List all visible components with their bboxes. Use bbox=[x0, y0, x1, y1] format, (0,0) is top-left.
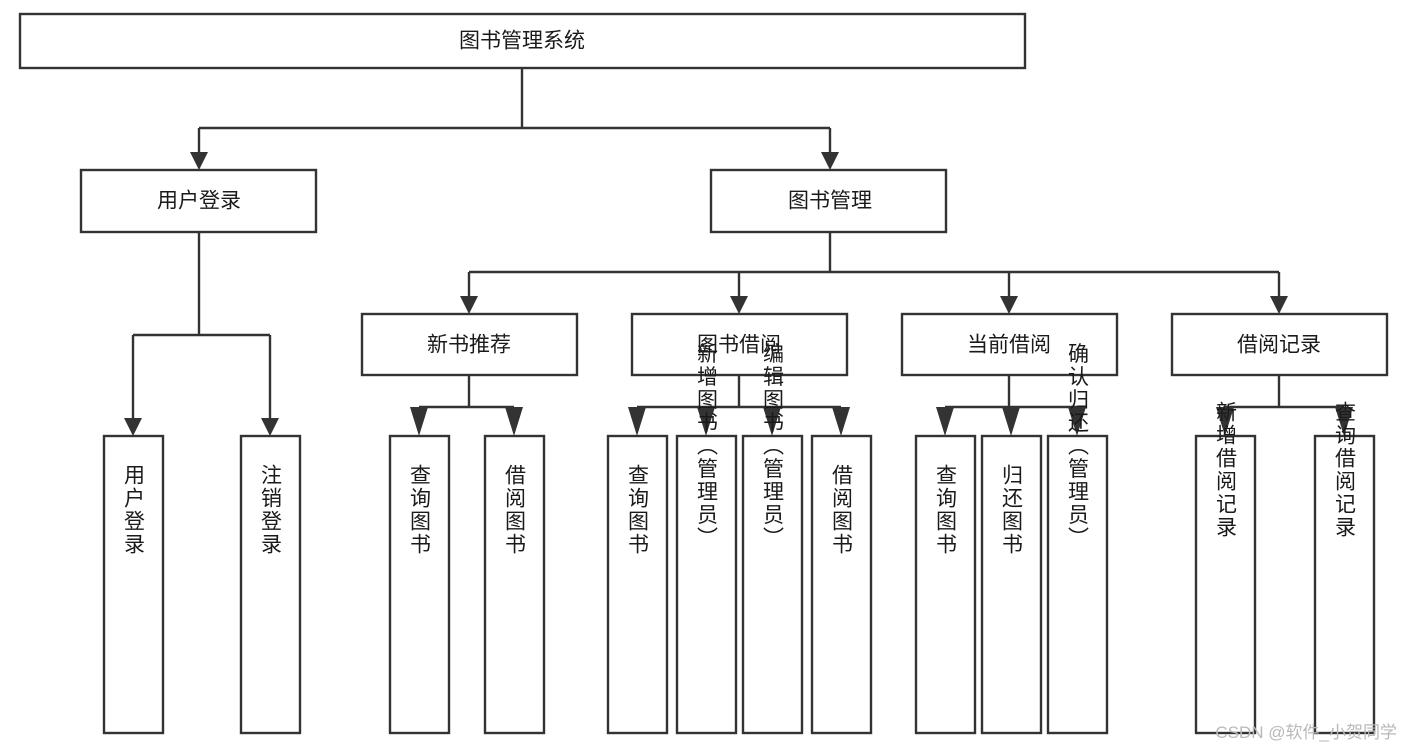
arrowhead-nb-leaf-1 bbox=[410, 407, 428, 436]
node-user-login-label: 用户登录 bbox=[157, 190, 241, 213]
arrowhead-new-book-recommend bbox=[460, 296, 478, 314]
connector-group-user-login bbox=[124, 232, 279, 436]
connector-group-book-borrow bbox=[628, 375, 850, 436]
node-book-management-label: 图书管理 bbox=[788, 190, 872, 213]
node-user-login-box[interactable] bbox=[79, 168, 318, 234]
leaf-br-query-record-label: 查询借阅记录 bbox=[1333, 401, 1357, 539]
arrowhead-bb-leaf-3 bbox=[763, 407, 781, 436]
arrowhead-leaf-logout bbox=[261, 418, 279, 436]
leaf-node[interactable]: 查询图书 bbox=[606, 434, 669, 735]
leaf-nb-query-book-label: 查询图书 bbox=[408, 464, 432, 556]
arrowhead-bb-leaf-2 bbox=[697, 407, 715, 436]
leaf-cb-query-book-label: 查询图书 bbox=[934, 464, 958, 556]
leaf-cb-return-book-box[interactable] bbox=[980, 434, 1043, 735]
node-book-borrow-label: 图书借阅 bbox=[697, 334, 781, 357]
leaf-cb-confirm-return-label: 确认归还（管理员） bbox=[1066, 343, 1090, 550]
arrowhead-user-login bbox=[190, 152, 208, 170]
node-book-borrow-box[interactable] bbox=[630, 312, 849, 377]
node-new-book-recommend-label: 新书推荐 bbox=[427, 334, 511, 357]
leaf-node[interactable]: 借阅图书 bbox=[483, 434, 546, 735]
leaf-bb-query-book-box[interactable] bbox=[606, 434, 669, 735]
arrowhead-bb-leaf-4 bbox=[832, 407, 850, 436]
node-root[interactable]: 图书管理系统 bbox=[18, 12, 1027, 70]
leaf-nb-query-book-box[interactable] bbox=[388, 434, 451, 735]
leaf-node[interactable]: 确认归还（管理员） bbox=[1046, 343, 1109, 735]
node-current-borrow-box[interactable] bbox=[900, 312, 1119, 377]
arrowhead-br-leaf-2 bbox=[1335, 407, 1353, 436]
leaf-bb-add-book-box[interactable] bbox=[675, 434, 738, 735]
node-book-management-box[interactable] bbox=[709, 168, 948, 234]
leaf-br-add-record-box[interactable] bbox=[1194, 434, 1257, 735]
arrowhead-borrow-record bbox=[1270, 296, 1288, 314]
node-borrow-record-box[interactable] bbox=[1170, 312, 1389, 377]
node-current-borrow-label: 当前借阅 bbox=[967, 334, 1051, 357]
leaf-cb-query-book-box[interactable] bbox=[914, 434, 977, 735]
arrowhead-leaf-user-login bbox=[124, 418, 142, 436]
arrowhead-current-borrow bbox=[1000, 296, 1018, 314]
leaf-br-add-record-label: 新增借阅记录 bbox=[1214, 401, 1238, 539]
leaf-node[interactable]: 注销登录 bbox=[239, 434, 302, 735]
leaf-bb-query-book-label: 查询图书 bbox=[626, 464, 650, 556]
leaf-nb-borrow-book-box[interactable] bbox=[483, 434, 546, 735]
leaf-user-login-box[interactable] bbox=[102, 434, 165, 735]
arrowhead-cb-leaf-2 bbox=[1002, 407, 1020, 436]
connector-group-book-mgmt bbox=[460, 232, 1288, 314]
leaf-node[interactable]: 查询图书 bbox=[914, 434, 977, 735]
arrowhead-book-borrow bbox=[730, 296, 748, 314]
leaf-bb-add-book-label: 新增图书（管理员） bbox=[695, 343, 719, 550]
node-root-box[interactable] bbox=[18, 12, 1027, 70]
leaf-node[interactable]: 编辑图书（管理员） bbox=[741, 343, 804, 735]
leaf-node[interactable]: 归还图书 bbox=[980, 434, 1043, 735]
leaf-br-query-record-box[interactable] bbox=[1313, 434, 1376, 735]
node-borrow-record[interactable]: 借阅记录 bbox=[1170, 312, 1389, 377]
leaf-bb-edit-book-label: 编辑图书（管理员） bbox=[761, 343, 785, 550]
node-new-book-recommend-box[interactable] bbox=[360, 312, 579, 377]
connector-group-current-borrow bbox=[936, 375, 1086, 436]
leaf-bb-borrow-book-label: 借阅图书 bbox=[830, 464, 854, 556]
leaf-node[interactable]: 新增借阅记录 bbox=[1194, 401, 1257, 735]
leaf-node[interactable]: 查询借阅记录 bbox=[1313, 401, 1376, 735]
leaf-user-login-label: 用户登录 bbox=[122, 464, 146, 556]
arrowhead-nb-leaf-2 bbox=[505, 407, 523, 436]
connector-group-borrow-record bbox=[1216, 375, 1353, 436]
node-book-borrow[interactable]: 图书借阅 bbox=[630, 312, 849, 377]
connector-group-root bbox=[190, 68, 839, 170]
leaf-logout-box[interactable] bbox=[239, 434, 302, 735]
node-book-management[interactable]: 图书管理 bbox=[709, 168, 948, 234]
leaf-bb-borrow-book-box[interactable] bbox=[810, 434, 873, 735]
leaf-node[interactable]: 借阅图书 bbox=[810, 434, 873, 735]
arrowhead-bb-leaf-1 bbox=[628, 407, 646, 436]
arrowhead-br-leaf-1 bbox=[1216, 407, 1234, 436]
leaf-node[interactable]: 查询图书 bbox=[388, 434, 451, 735]
node-borrow-record-label: 借阅记录 bbox=[1237, 334, 1321, 357]
leaf-node[interactable]: 用户登录 bbox=[102, 434, 165, 735]
node-root-label: 图书管理系统 bbox=[459, 30, 585, 53]
leaf-logout-label: 注销登录 bbox=[259, 464, 283, 556]
leaf-cb-confirm-return-box[interactable] bbox=[1046, 434, 1109, 735]
arrowhead-cb-leaf-1 bbox=[936, 407, 954, 436]
leaf-bb-edit-book-box[interactable] bbox=[741, 434, 804, 735]
node-current-borrow[interactable]: 当前借阅 bbox=[900, 312, 1119, 377]
arrowhead-book-mgmt bbox=[821, 152, 839, 170]
node-new-book-recommend[interactable]: 新书推荐 bbox=[360, 312, 579, 377]
connector-group-new-book-recommend bbox=[410, 375, 523, 436]
arrowhead-cb-leaf-3 bbox=[1068, 407, 1086, 436]
leaf-node[interactable]: 新增图书（管理员） bbox=[675, 343, 738, 735]
node-user-login[interactable]: 用户登录 bbox=[79, 168, 318, 234]
leaf-cb-return-book-label: 归还图书 bbox=[1000, 464, 1024, 556]
leaf-nb-borrow-book-label: 借阅图书 bbox=[503, 464, 527, 556]
